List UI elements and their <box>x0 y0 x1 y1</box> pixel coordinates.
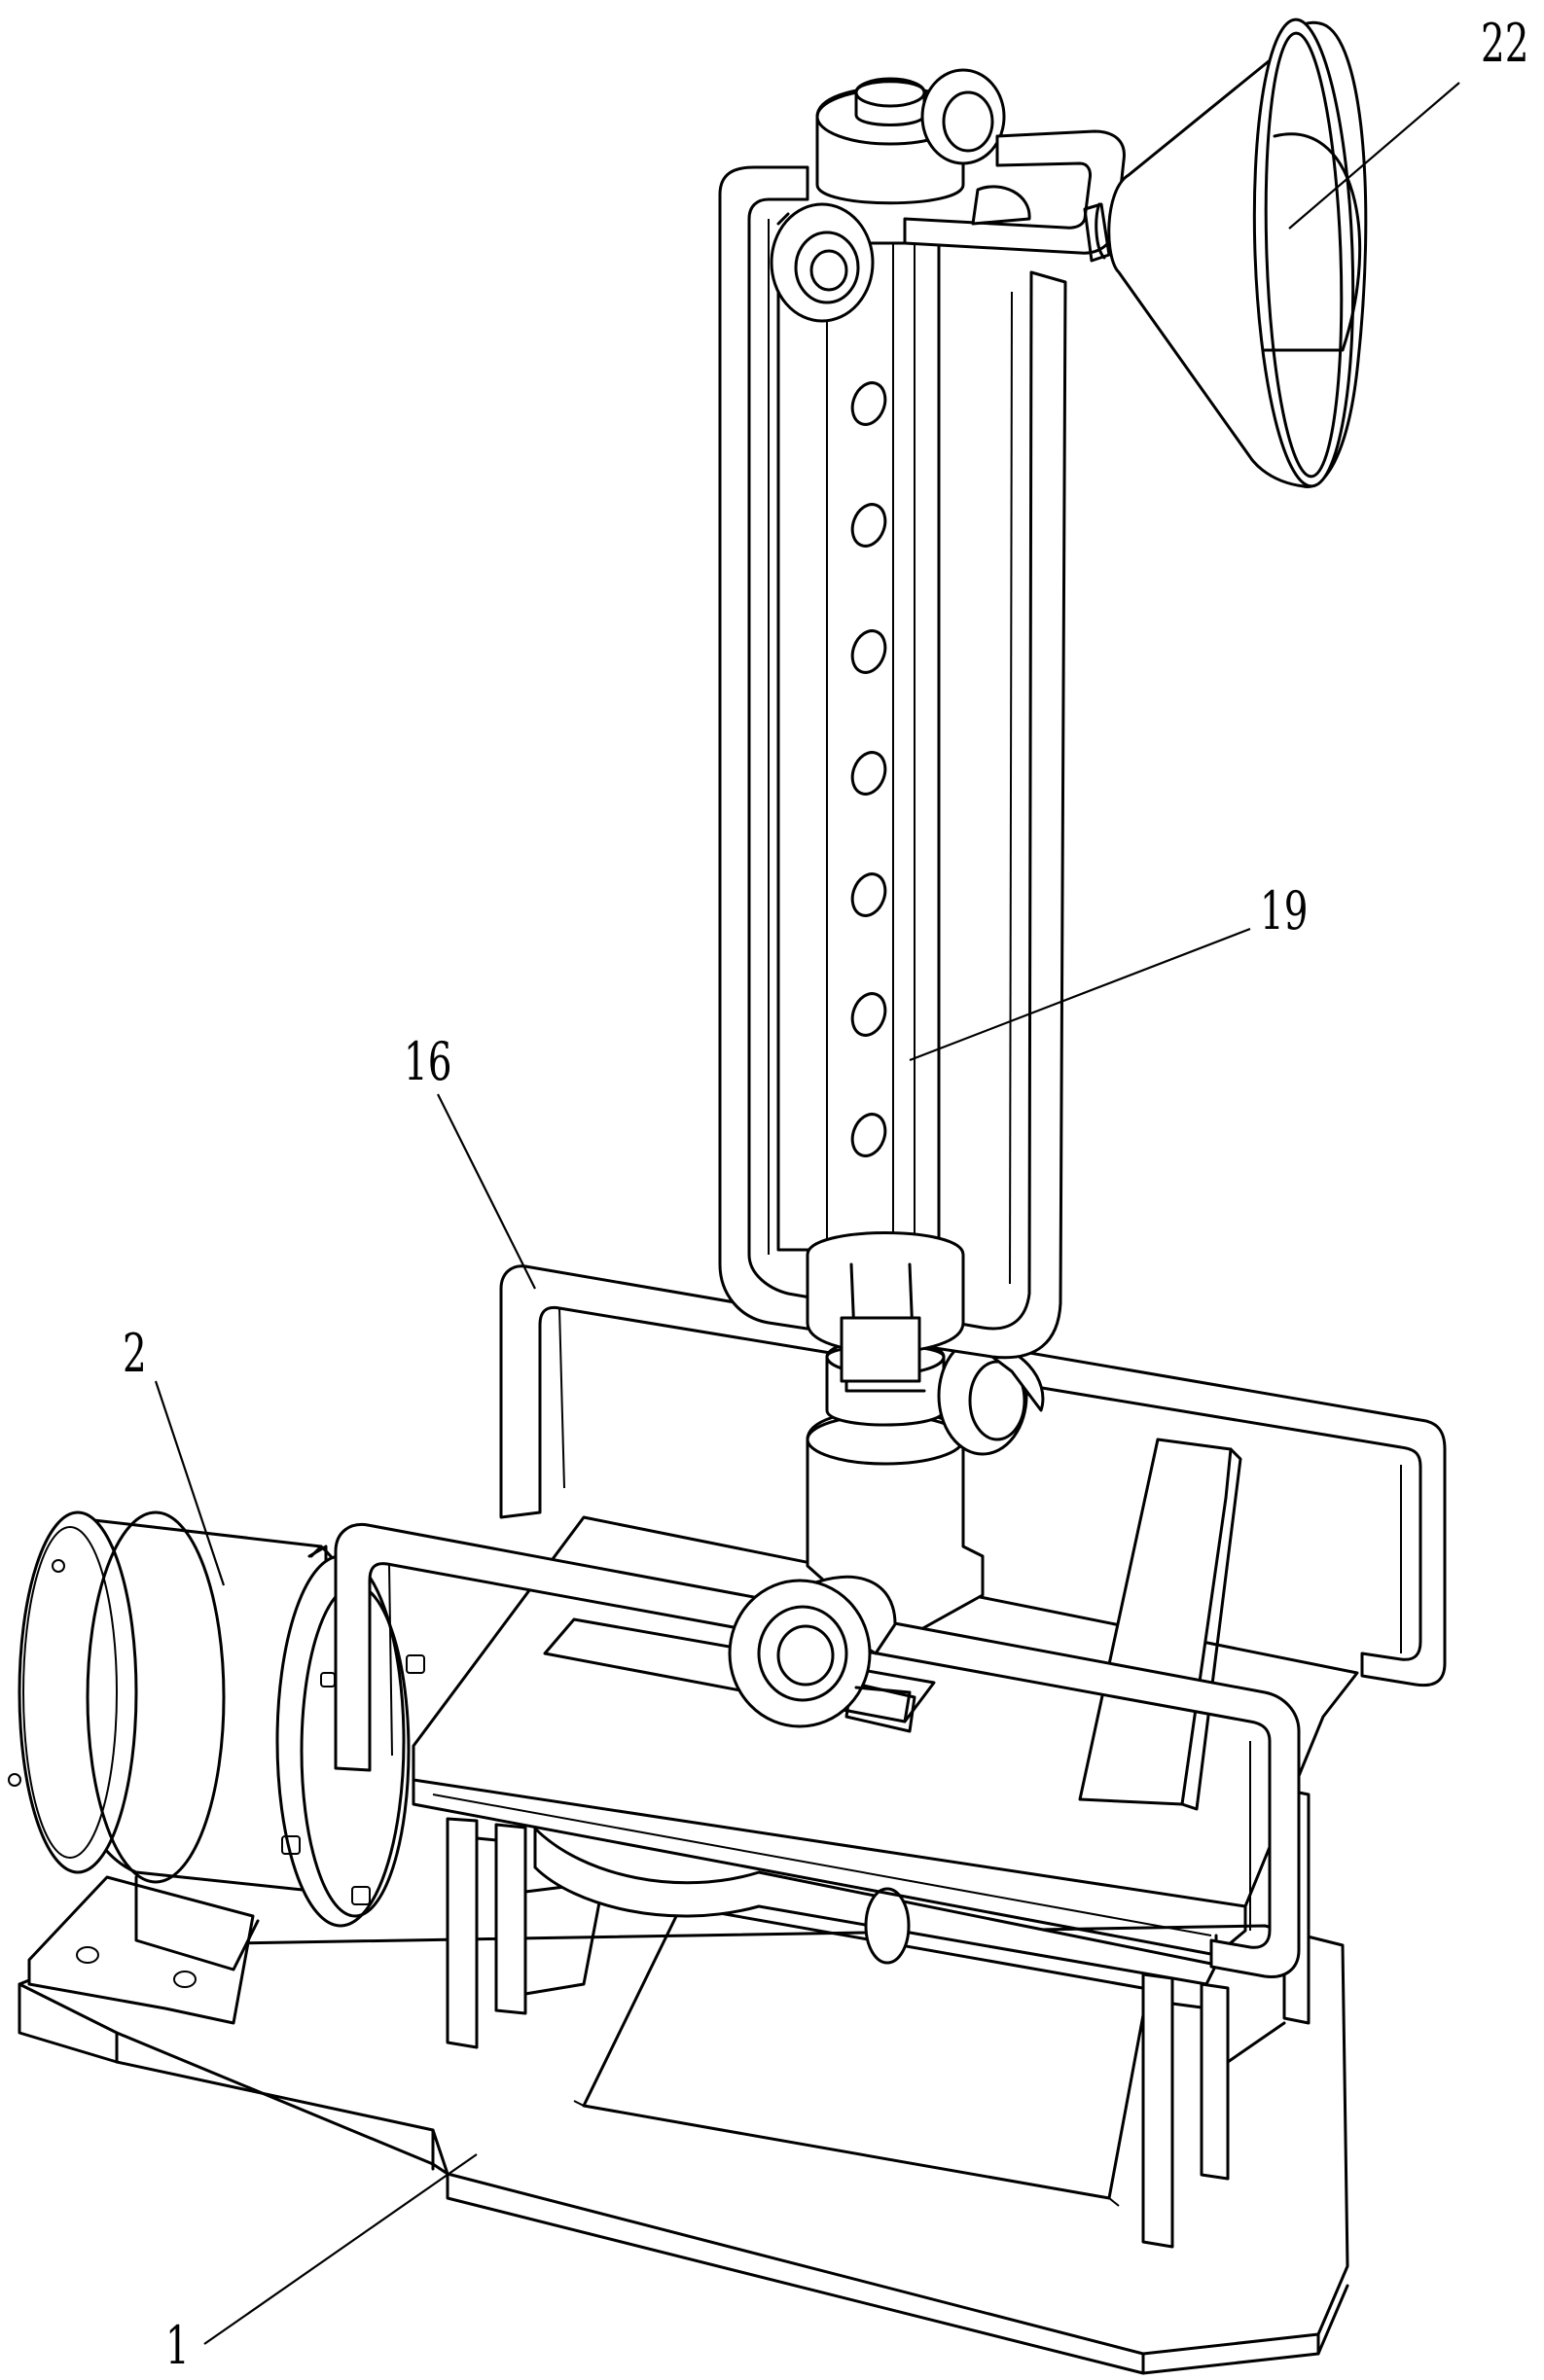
leader-2 <box>154 1380 226 1586</box>
column-tube <box>776 241 941 1277</box>
lower-roller <box>533 1827 1218 1986</box>
lamp-shade <box>1083 18 1368 488</box>
leader-22 <box>1288 82 1460 230</box>
leader-16 <box>437 1093 536 1290</box>
leader-19 <box>909 927 1251 1062</box>
leader-lines <box>154 82 1460 2345</box>
front-pulley <box>728 1575 912 1728</box>
leader-1 <box>203 2153 478 2345</box>
top-head <box>770 68 1126 323</box>
callout-16: 16 <box>404 1031 452 1092</box>
callout-2: 2 <box>123 1323 147 1384</box>
upper-frame <box>718 165 1067 1360</box>
base-plate <box>18 1904 1349 2375</box>
callout-22: 22 <box>1481 13 1529 74</box>
callout-1: 1 <box>165 2315 190 2376</box>
side-bracket <box>1078 1438 1242 1811</box>
callout-19: 19 <box>1260 880 1309 941</box>
support-frame <box>446 1788 1311 2249</box>
column-clamp <box>806 1231 965 1393</box>
